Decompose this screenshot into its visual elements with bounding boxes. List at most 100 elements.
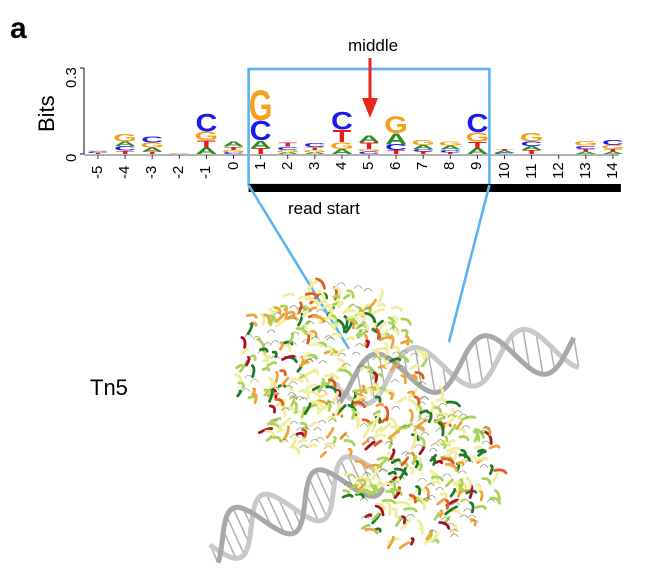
logo-letter-A: A [439, 144, 461, 150]
panel-label: a [10, 12, 27, 45]
x-tick-label: -5 [89, 165, 106, 179]
svg-text:G: G [276, 149, 300, 153]
svg-text:A: A [385, 130, 407, 148]
x-tick-label: 6 [387, 162, 405, 171]
svg-text:A: A [141, 147, 163, 153]
svg-text:T: T [306, 146, 325, 151]
logo-letter-G: G [601, 144, 625, 150]
svg-text:G: G [86, 150, 110, 151]
svg-text:C: C [141, 135, 163, 144]
logo-letter-T: T [441, 152, 460, 155]
svg-text:C: C [494, 153, 516, 155]
logo-letter-A: A [195, 146, 217, 156]
svg-text:G: G [222, 149, 246, 153]
svg-text:C: C [250, 116, 272, 147]
logo-letter-A: A [250, 138, 272, 151]
x-tick-label: 1 [251, 162, 269, 171]
logo-letter-A: A [466, 147, 488, 156]
logo-letter-C: C [114, 145, 136, 152]
svg-text:T: T [278, 141, 297, 147]
logo-letter-T: T [522, 149, 541, 155]
svg-text:T: T [577, 148, 596, 153]
logo-letter-T: T [387, 149, 406, 155]
svg-text:C: C [385, 143, 407, 152]
logo-letter-G: G [113, 131, 137, 144]
logo-letter-G: G [86, 150, 110, 151]
logo-letter-A: A [575, 151, 597, 155]
logo-letter-C: C [385, 143, 407, 152]
svg-text:C: C [195, 109, 217, 137]
x-tick-label: -4 [116, 165, 134, 179]
middle-label: middle [348, 36, 399, 55]
logo-letter-A: A [223, 140, 245, 148]
logo-letter-A: A [494, 150, 516, 154]
logo-letter-A: A [277, 152, 299, 155]
svg-text:C: C [114, 145, 136, 152]
logo-letter-T: T [143, 151, 162, 155]
logo-letter-T: T [116, 150, 136, 155]
svg-text:A: A [494, 150, 516, 154]
logo-letter-T: T [577, 148, 596, 153]
svg-text:A: A [331, 147, 353, 155]
logo-letter-C: C [358, 151, 380, 155]
logo-letter-C: C [466, 109, 488, 137]
logo-letter-C: C [331, 107, 353, 135]
logo-letter-T: T [197, 138, 216, 150]
svg-text:G: G [520, 131, 544, 144]
svg-text:T: T [197, 138, 216, 150]
svg-text:T: T [143, 151, 162, 155]
x-tick-label: 11 [522, 163, 540, 179]
logo-letter-A: A [304, 152, 326, 155]
svg-text:G: G [113, 131, 137, 144]
svg-text:T: T [522, 149, 541, 155]
logo-letter-A: A [385, 130, 407, 148]
logo-letter-C: C [250, 116, 272, 147]
logo-letter-G: G [222, 149, 246, 153]
logo-letter-A: A [602, 151, 624, 155]
logo-letter-C: C [223, 152, 245, 155]
svg-text:A: A [304, 152, 326, 155]
x-tick-label: 2 [278, 162, 296, 171]
read-start-label: read start [288, 199, 360, 218]
svg-text:T: T [116, 150, 136, 155]
x-tick-label: 13 [576, 162, 594, 179]
logo-letter-C: C [141, 135, 163, 144]
logo-letter-G: G [140, 141, 164, 149]
logo-letter-T: T [333, 127, 352, 146]
svg-text:A: A [358, 133, 380, 145]
logo-letter-G: G [330, 140, 354, 151]
logo-letter-T: T [224, 146, 244, 151]
svg-text:A: A [223, 140, 245, 148]
svg-text:T: T [333, 127, 352, 146]
svg-text:A: A [114, 140, 136, 147]
x-tick-label: 12 [549, 162, 567, 179]
svg-text:G: G [140, 141, 164, 149]
svg-text:C: C [521, 140, 543, 147]
svg-text:G: G [574, 140, 598, 147]
svg-text:C: C [304, 142, 326, 148]
svg-text:T: T [387, 149, 406, 155]
svg-text:T: T [360, 141, 379, 151]
logo-letter-G: G [574, 140, 598, 147]
tn5-label: Tn5 [90, 375, 128, 400]
svg-text:C: C [575, 144, 597, 149]
logo-letter-C: C [412, 148, 434, 153]
logo-letter-C: C [494, 153, 516, 155]
svg-text:A: A [277, 152, 299, 155]
logo-letter-C: C [521, 140, 543, 147]
svg-text:G: G [438, 140, 462, 146]
svg-text:T: T [89, 153, 108, 155]
svg-text:T: T [251, 147, 270, 156]
svg-text:C: C [412, 148, 434, 153]
x-tick-label: 10 [495, 162, 513, 179]
svg-text:A: A [195, 146, 217, 156]
logo-letter-C: C [304, 142, 326, 148]
logo-letter-G: G [438, 140, 462, 146]
logo-letter-G: G [303, 149, 327, 153]
logo-letter-G: G [411, 138, 435, 146]
x-tick-label: 9 [468, 162, 486, 171]
logo-letter-G: G [249, 82, 273, 129]
logo-letter-A: A [168, 153, 190, 154]
svg-text:A: A [439, 144, 461, 150]
logo-letter-T: T [306, 146, 325, 151]
